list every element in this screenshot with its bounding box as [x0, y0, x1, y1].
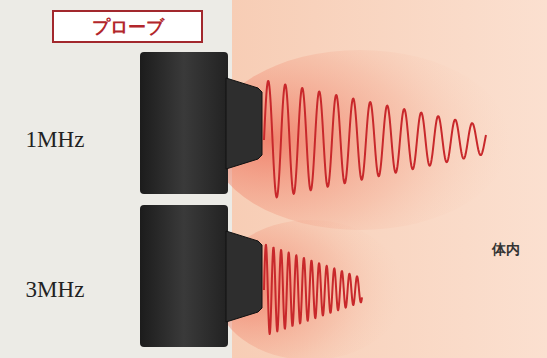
- wave-3mhz: [264, 245, 362, 334]
- wave-glow: [210, 50, 510, 230]
- title-box: プローブ: [52, 10, 203, 43]
- probe-head: [226, 78, 262, 169]
- frequency-label: 3MHz: [26, 277, 85, 303]
- wave-1mhz: [264, 81, 486, 197]
- wave-glow: [215, 220, 405, 358]
- region-label: 体内: [492, 241, 520, 259]
- probe-body: [140, 205, 228, 347]
- probe-body: [140, 52, 228, 194]
- box-title: プローブ: [92, 15, 164, 39]
- probe-head: [226, 231, 262, 322]
- frequency-label: 1MHz: [26, 127, 85, 153]
